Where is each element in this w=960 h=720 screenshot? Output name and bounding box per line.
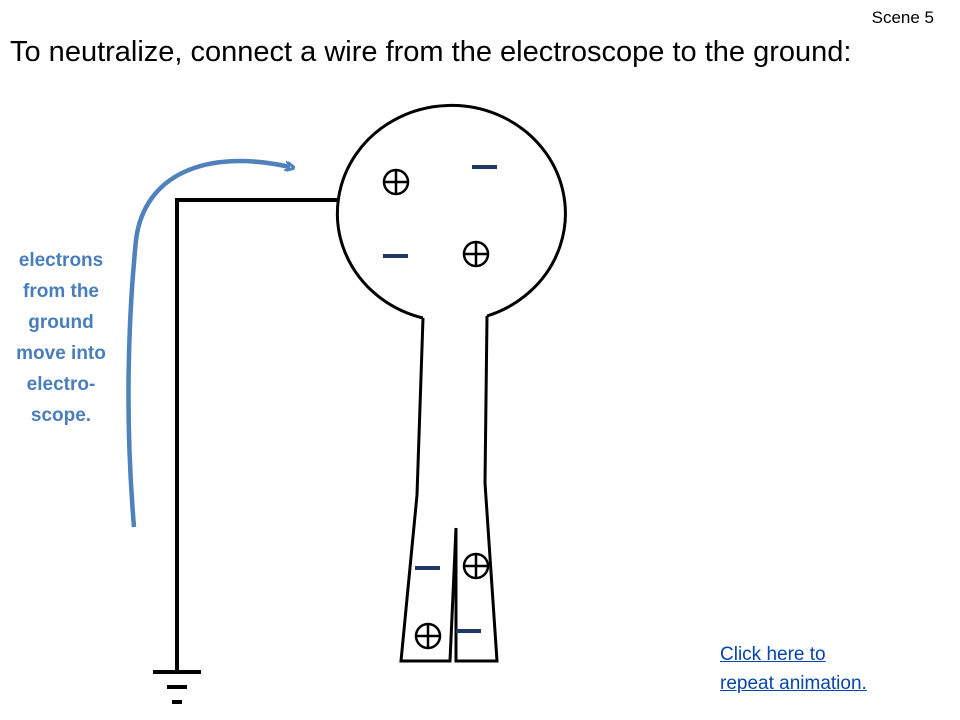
- ground-wire: [175, 198, 337, 672]
- positive-charge-icon: [414, 622, 442, 650]
- electroscope-stem: [415, 315, 489, 496]
- page-title: To neutralize, connect a wire from the e…: [10, 36, 852, 68]
- positive-charge-icon: [462, 240, 490, 268]
- repeat-link-line[interactable]: Click here to: [720, 644, 826, 665]
- electroscope-bulb: [335, 103, 567, 320]
- caption-line: electro-: [26, 374, 96, 395]
- caption-line: scope.: [30, 405, 92, 426]
- repeat-link-line[interactable]: repeat animation.: [720, 673, 867, 694]
- repeat-animation-link[interactable]: Click here to repeat animation.: [720, 640, 910, 698]
- caption-line: from the: [23, 281, 99, 302]
- electron-flow-arrow: [126, 158, 290, 528]
- positive-charge-icon: [382, 168, 410, 196]
- left-leaf: [399, 494, 458, 663]
- caption-line: ground: [28, 312, 94, 333]
- electron-flow-caption: electrons from the ground move into elec…: [0, 245, 122, 431]
- right-leaf: [454, 482, 499, 663]
- caption-line: electrons: [18, 250, 104, 271]
- caption-line: move into: [16, 343, 106, 364]
- ground-symbol: [153, 670, 201, 704]
- positive-charge-icon: [462, 552, 490, 580]
- scene-label: Scene 5: [871, 8, 934, 27]
